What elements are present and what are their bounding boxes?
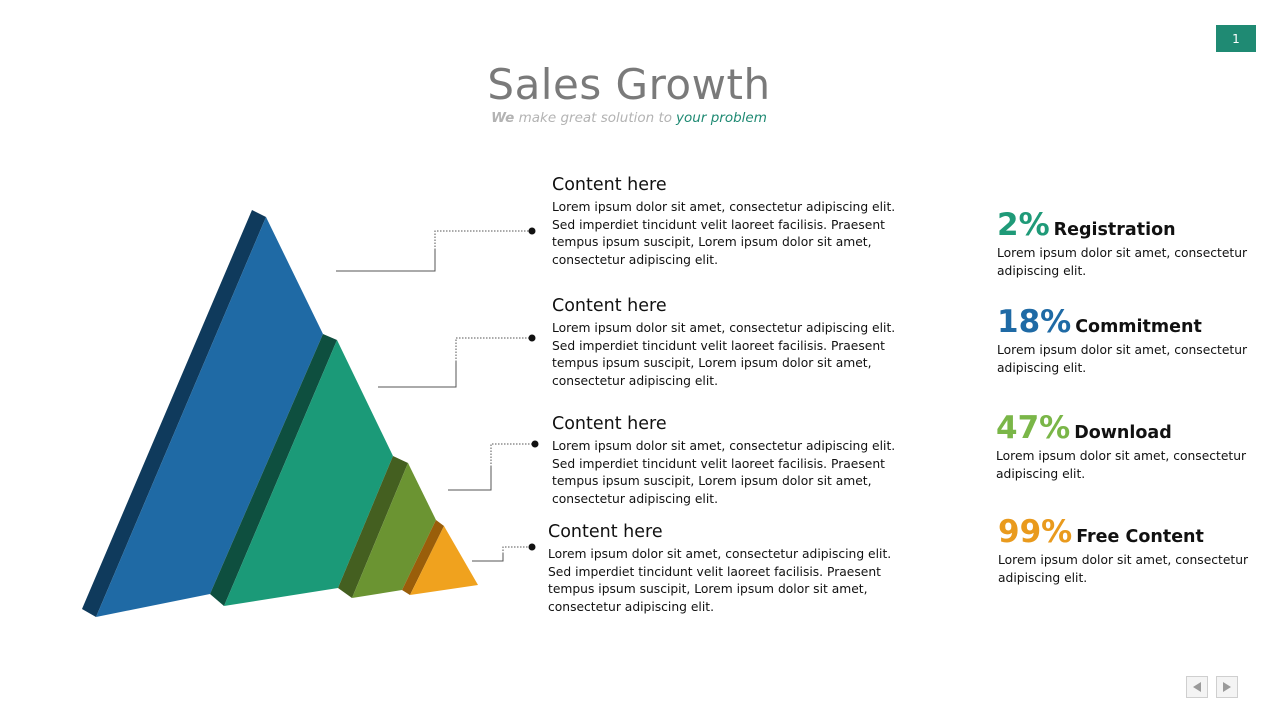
- prev-slide-button[interactable]: [1186, 676, 1208, 698]
- connector-4: [472, 543, 536, 562]
- page-number-badge: 1: [1216, 25, 1256, 52]
- page-title: Sales Growth: [487, 60, 771, 109]
- subtitle-mid: make great solution to: [514, 110, 673, 126]
- stat-percent: 47%: [996, 410, 1071, 446]
- content-block-3: Content here Lorem ipsum dolor sit amet,…: [552, 414, 897, 508]
- content-text: Lorem ipsum dolor sit amet, consectetur …: [552, 439, 896, 506]
- stat-percent: 18%: [997, 304, 1072, 340]
- content-text: Lorem ipsum dolor sit amet, consectetur …: [548, 547, 892, 614]
- content-block-2: Content here Lorem ipsum dolor sit amet,…: [552, 296, 897, 390]
- triangle-right-icon: [1223, 682, 1231, 692]
- stat-percent: 99%: [998, 514, 1073, 550]
- pyramid-teal-face: [224, 340, 393, 606]
- stat-label: Commitment: [1075, 317, 1202, 337]
- stat-label: Free Content: [1076, 527, 1204, 547]
- stat-label: Download: [1074, 423, 1172, 443]
- content-block-1: Content here Lorem ipsum dolor sit amet,…: [552, 175, 897, 269]
- connector-1: [336, 227, 536, 272]
- content-title: Content here: [552, 175, 667, 195]
- content-title: Content here: [548, 522, 663, 542]
- content-block-4: Content here Lorem ipsum dolor sit amet,…: [548, 522, 893, 616]
- pyramid-orange-face: [410, 526, 478, 595]
- pyramid-orange-side: [402, 520, 444, 595]
- stat-free-content: 99%Free Content Lorem ipsum dolor sit am…: [998, 514, 1258, 587]
- stat-text: Lorem ipsum dolor sit amet, consectetur …: [997, 246, 1248, 278]
- pyramid-blue-side: [82, 210, 266, 617]
- content-title: Content here: [552, 296, 667, 316]
- stat-label: Registration: [1053, 220, 1176, 240]
- pyramid-blue-face: [96, 217, 323, 617]
- pyramid-green-side: [338, 456, 408, 598]
- stat-text: Lorem ipsum dolor sit amet, consectetur …: [997, 343, 1248, 375]
- subtitle-accent: your problem: [676, 110, 767, 126]
- content-text: Lorem ipsum dolor sit amet, consectetur …: [552, 200, 896, 267]
- subtitle-we: We: [491, 110, 515, 126]
- pyramid-green-face: [352, 463, 436, 598]
- stat-text: Lorem ipsum dolor sit amet, consectetur …: [996, 449, 1247, 481]
- stat-commitment: 18%Commitment Lorem ipsum dolor sit amet…: [997, 304, 1257, 377]
- pyramid-teal-side: [210, 334, 337, 606]
- content-text: Lorem ipsum dolor sit amet, consectetur …: [552, 321, 896, 388]
- content-title: Content here: [552, 414, 667, 434]
- stat-registration: 2%Registration Lorem ipsum dolor sit ame…: [997, 207, 1257, 280]
- stat-percent: 2%: [997, 207, 1050, 243]
- stat-download: 47%Download Lorem ipsum dolor sit amet, …: [996, 410, 1256, 483]
- stat-text: Lorem ipsum dolor sit amet, consectetur …: [998, 553, 1249, 585]
- connector-2: [378, 334, 536, 388]
- next-slide-button[interactable]: [1216, 676, 1238, 698]
- connector-3: [448, 440, 539, 491]
- page-number: 1: [1232, 31, 1240, 46]
- triangle-left-icon: [1193, 682, 1201, 692]
